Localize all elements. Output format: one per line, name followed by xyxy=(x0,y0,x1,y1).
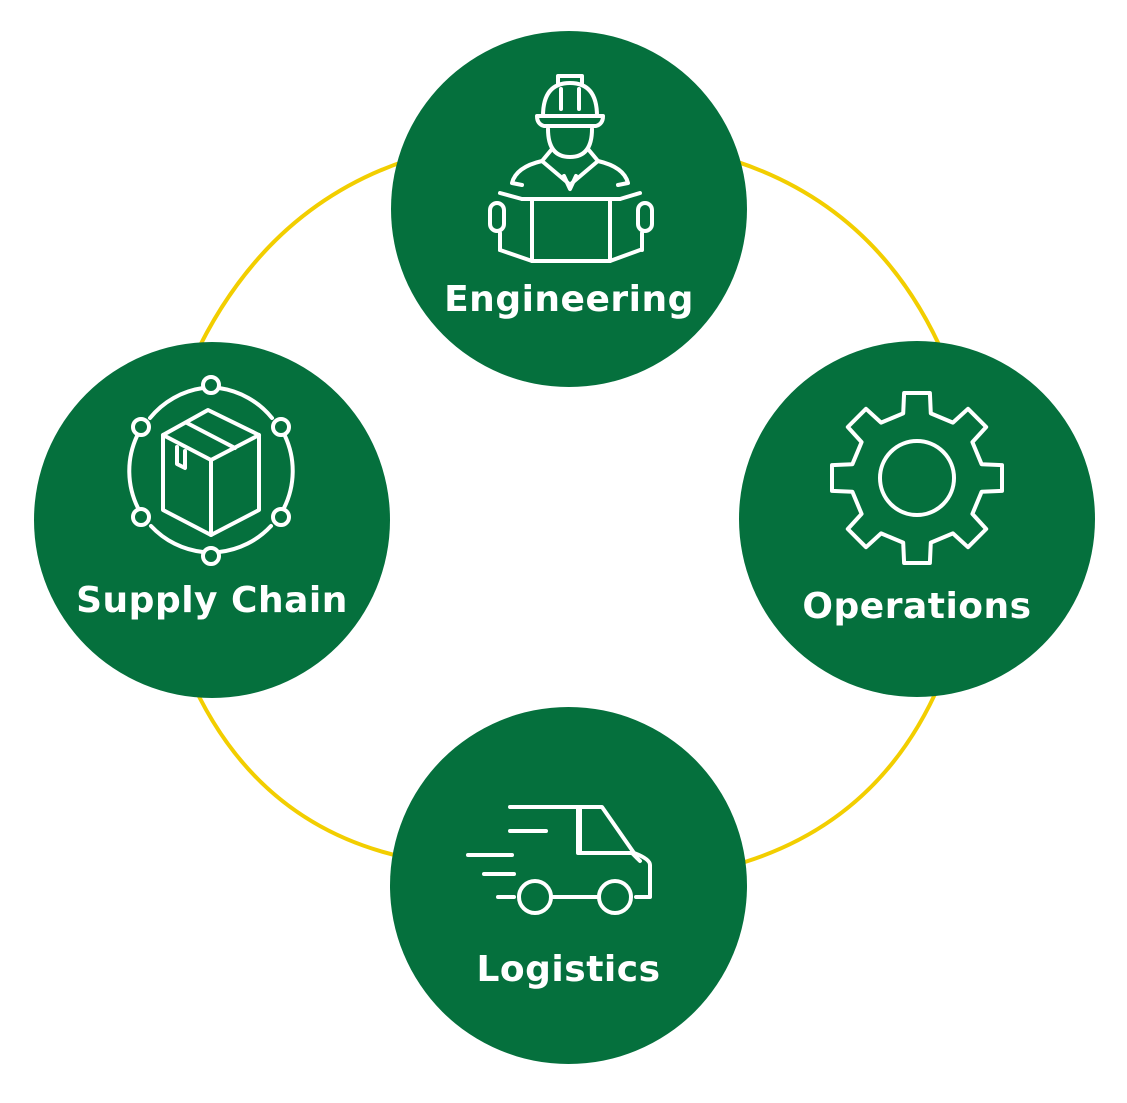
node-label-operations: Operations xyxy=(802,586,1032,627)
node-operations: Operations xyxy=(739,341,1095,697)
arrow-engineering-operations xyxy=(707,153,945,358)
node-label-supply-chain: Supply Chain xyxy=(76,580,348,621)
engineer-hardhat-icon xyxy=(488,74,654,263)
node-label-logistics: Logistics xyxy=(476,949,661,990)
node-supply-chain: Supply Chain xyxy=(34,342,390,698)
gear-icon xyxy=(830,391,1004,565)
arrow-supply-chain-engineering xyxy=(193,153,432,360)
node-label-engineering: Engineering xyxy=(444,279,694,320)
node-engineering: Engineering xyxy=(391,31,747,387)
delivery-truck-icon xyxy=(466,805,652,915)
package-network-icon xyxy=(127,375,295,566)
node-logistics: Logistics xyxy=(390,707,747,1064)
